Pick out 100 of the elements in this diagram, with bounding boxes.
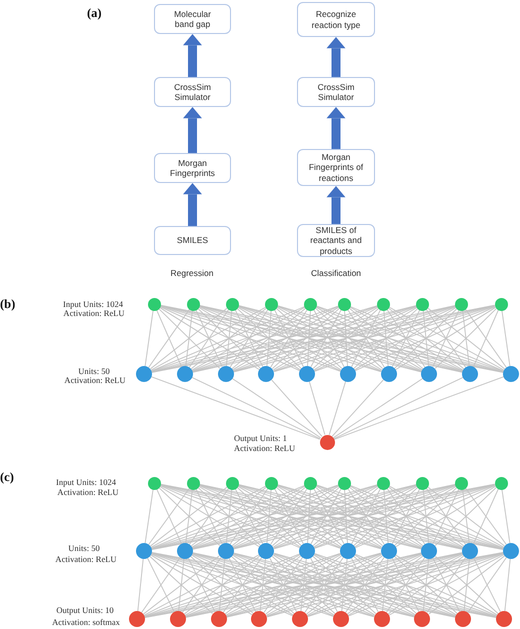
- process-box: Morgan Fingerprints of reactions: [297, 149, 375, 186]
- connection-line: [158, 487, 220, 546]
- connection-line: [185, 489, 193, 544]
- neuron-circle: [265, 476, 278, 490]
- neuron-circle: [416, 298, 430, 310]
- neuron-circle: [320, 434, 334, 450]
- layer-label: Activation: ReLU: [234, 443, 296, 453]
- connection-line: [195, 309, 223, 368]
- neuron-circle: [226, 298, 239, 310]
- connection-line: [434, 556, 499, 614]
- connection-line: [137, 558, 144, 612]
- neuron-circle: [210, 611, 227, 627]
- connection-line: [386, 488, 426, 545]
- process-box: SMILES: [154, 226, 231, 255]
- layer-label: Input Units: 1024: [56, 477, 116, 487]
- layer-label: Output Units: 10: [56, 605, 114, 615]
- connection-line: [473, 558, 501, 612]
- connection-line: [464, 558, 470, 612]
- neuron-circle: [340, 543, 356, 559]
- layer-label: Units: 50: [78, 366, 110, 376]
- connection-line: [197, 308, 261, 369]
- connection-line: [198, 486, 261, 546]
- arrow: [183, 183, 202, 226]
- connection-line: [271, 380, 322, 437]
- connection-line: [156, 310, 182, 368]
- arrow: [183, 107, 202, 153]
- connection-line: [265, 555, 342, 615]
- process-box: Molecular band gap: [154, 4, 231, 34]
- connection-line: [341, 558, 348, 612]
- arrow: [326, 107, 346, 149]
- neuron-circle: [338, 476, 351, 490]
- connection-line: [332, 379, 384, 437]
- connection-line: [392, 558, 420, 612]
- connection-line: [226, 310, 232, 366]
- neuron-circle: [186, 476, 200, 490]
- neuron-circle: [258, 366, 274, 382]
- connection-line: [188, 488, 230, 545]
- process-box: CrossSim Simulator: [154, 77, 231, 107]
- connection-line: [142, 555, 220, 615]
- connection-line: [334, 376, 504, 440]
- connection-line: [156, 488, 182, 544]
- connection-line: [432, 488, 460, 544]
- connection-line: [310, 558, 338, 612]
- process-box: CrossSim Simulator: [297, 77, 375, 107]
- connection-line: [382, 558, 388, 612]
- connection-line: [333, 376, 464, 440]
- neuron-circle: [455, 476, 468, 490]
- connection-line: [422, 310, 430, 366]
- connection-line: [150, 308, 228, 370]
- connection-line: [422, 558, 430, 612]
- connection-line: [230, 308, 268, 368]
- connection-line: [386, 557, 426, 613]
- neuron-circle: [421, 543, 438, 559]
- arrow: [326, 37, 346, 77]
- neuron-circle: [218, 543, 234, 559]
- neuron-circle: [136, 543, 152, 559]
- connection-line: [383, 310, 389, 366]
- connection-line: [226, 489, 232, 544]
- connection-line: [383, 489, 388, 544]
- neuron-circle: [148, 298, 160, 310]
- connection-line: [434, 308, 497, 369]
- connection-line: [185, 310, 193, 366]
- connection-line: [190, 556, 254, 614]
- connection-line: [332, 378, 424, 438]
- connection-line: [388, 555, 464, 615]
- layer-label: Output Units: 1: [234, 433, 287, 443]
- neuron-circle: [455, 298, 468, 310]
- process-box: Morgan Fingerprints: [154, 153, 231, 183]
- connection-line: [473, 488, 499, 544]
- neuron-circle: [299, 543, 316, 559]
- connection-line: [231, 556, 295, 614]
- connection-line: [427, 308, 506, 370]
- layer-label: Activation: ReLU: [63, 308, 125, 318]
- connection-line: [462, 489, 470, 544]
- connection-line: [269, 558, 297, 612]
- connection-line: [158, 308, 220, 369]
- neuron-circle: [265, 298, 278, 310]
- neuron-circle: [129, 611, 145, 627]
- connection-line: [501, 310, 510, 367]
- connection-line: [434, 487, 497, 546]
- connection-line: [224, 555, 302, 615]
- connection-line: [344, 489, 348, 544]
- arrow: [183, 34, 202, 77]
- neuron-circle: [421, 366, 438, 382]
- connection-line: [182, 557, 222, 613]
- neuron-circle: [494, 476, 508, 490]
- connection-line: [234, 488, 264, 544]
- connection-line: [394, 486, 458, 546]
- connection-line: [188, 558, 216, 612]
- neuron-circle: [299, 366, 316, 382]
- process-box: Recognize reaction type: [297, 2, 375, 37]
- connection-line: [386, 308, 426, 368]
- connection-line: [502, 488, 510, 544]
- connection-line: [346, 555, 424, 615]
- connection-line: [304, 557, 344, 613]
- neuron-circle: [136, 366, 152, 382]
- connection-line: [230, 488, 268, 545]
- task-label: Classification: [310, 268, 362, 278]
- neuron-circle: [462, 366, 478, 382]
- connection-line: [426, 557, 466, 613]
